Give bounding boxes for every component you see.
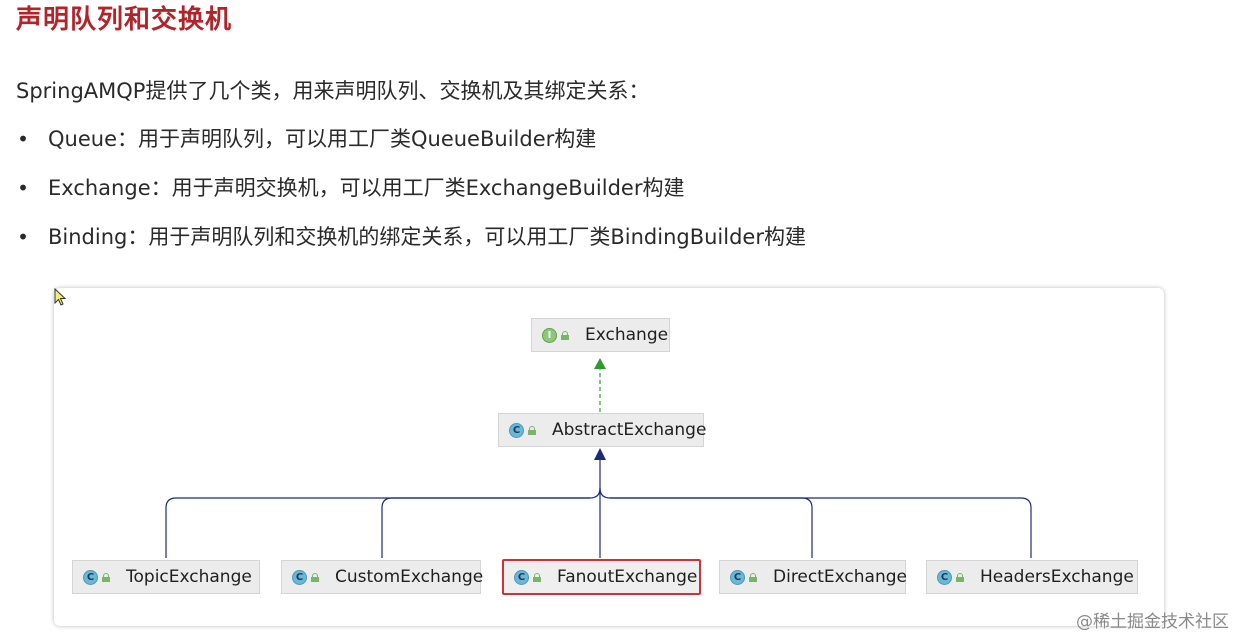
extends-arrowhead [594,448,606,460]
bullet-text: Queue：用于声明队列，可以用工厂类QueueBuilder构建 [48,127,597,151]
node-fanout-exchange[interactable]: C FanoutExchange [502,559,701,595]
class-icon: C [514,569,529,585]
lock-icon [561,330,569,340]
extends-edge-headers [599,487,1032,558]
lock-icon [749,572,757,582]
node-custom-exchange[interactable]: C CustomExchange [281,560,484,594]
intro-text: SpringAMQP提供了几个类，用来声明队列、交换机及其绑定关系： [16,79,650,103]
class-icon: C [509,422,524,438]
bullet-item-exchange: • Exchange：用于声明交换机，可以用工厂类ExchangeBuilder… [16,173,806,222]
implements-arrowhead [594,358,606,369]
bullet-dot: • [17,127,29,151]
lock-icon [528,425,536,435]
lock-icon [956,572,964,582]
mouse-cursor-icon [54,288,66,306]
class-icon: C [83,569,98,585]
lock-icon [102,572,110,582]
watermark: @稀土掘金技术社区 [1076,612,1229,632]
interface-icon: I [542,327,557,343]
extends-edge-direct [610,497,813,558]
node-abstract-exchange[interactable]: C AbstractExchange [498,413,707,447]
diagram-edges [165,358,1032,558]
class-diagram-panel: I Exchange C AbstractExchange C TopicExc… [54,288,1164,626]
class-icon: C [292,569,307,585]
node-topic-exchange[interactable]: C TopicExchange [72,560,260,594]
bullet-list: • Queue：用于声明队列，可以用工厂类QueueBuilder构建 • Ex… [16,124,806,271]
bullet-item-queue: • Queue：用于声明队列，可以用工厂类QueueBuilder构建 [16,124,806,173]
class-icon: C [937,569,952,585]
node-headers-exchange[interactable]: C HeadersExchange [926,560,1138,594]
node-label: FanoutExchange [557,567,698,587]
node-label: DirectExchange [773,567,907,587]
node-label: CustomExchange [335,567,484,587]
node-direct-exchange[interactable]: C DirectExchange [719,560,907,594]
node-label: TopicExchange [126,567,252,587]
extends-edge-topic [165,487,601,558]
node-label: HeadersExchange [980,567,1134,587]
extends-edge-custom [381,497,590,558]
lock-icon [533,572,541,582]
node-exchange[interactable]: I Exchange [531,318,670,352]
node-label: Exchange [585,325,669,345]
lock-icon [311,572,319,582]
bullet-item-binding: • Binding：用于声明队列和交换机的绑定关系，可以用工厂类BindingB… [16,222,806,271]
bullet-dot: • [17,225,29,249]
page-title: 声明队列和交换机 [16,5,233,35]
bullet-text: Exchange：用于声明交换机，可以用工厂类ExchangeBuilder构建 [48,176,685,200]
class-icon: C [730,569,745,585]
bullet-text: Binding：用于声明队列和交换机的绑定关系，可以用工厂类BindingBui… [48,225,806,249]
node-label: AbstractExchange [552,420,707,440]
bullet-dot: • [17,176,29,200]
